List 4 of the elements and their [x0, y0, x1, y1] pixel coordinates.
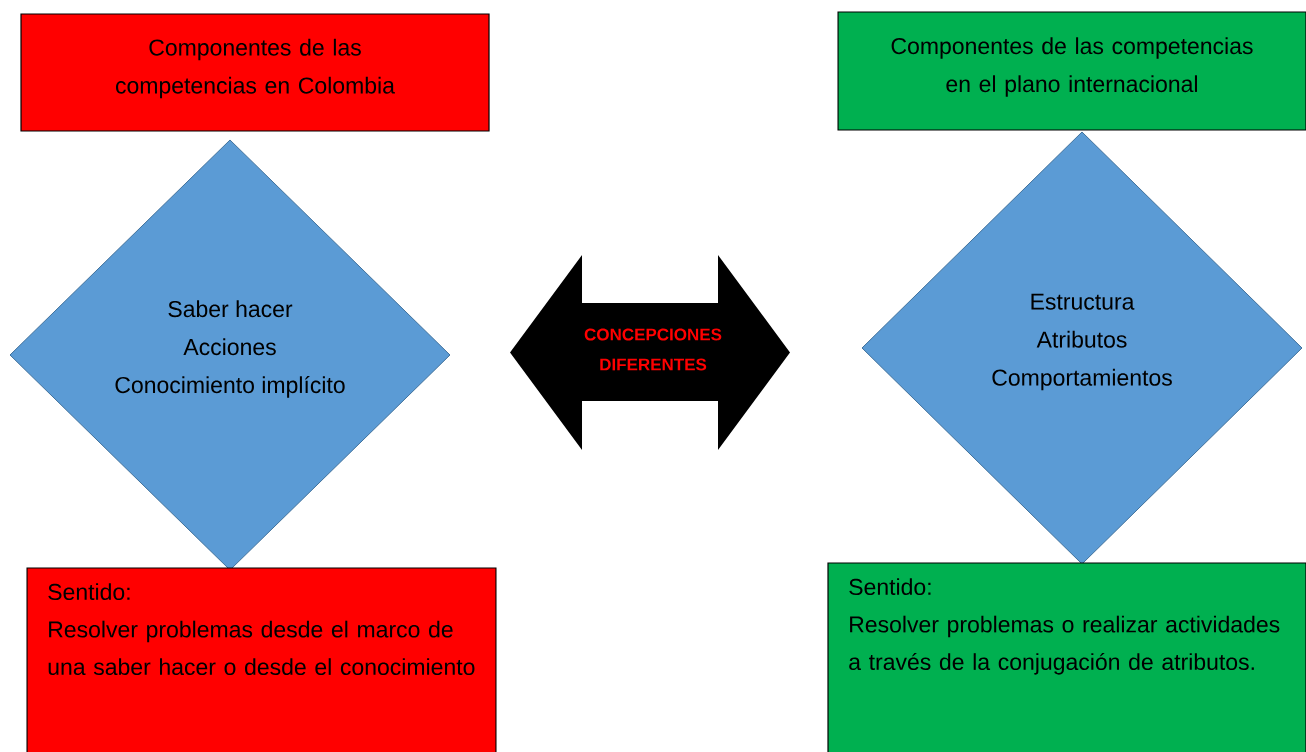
- heading-box: Componentes de las competencias en el plano internacional: [837, 11, 1306, 131]
- text-box: Sentido: Resolver problemas o realizar actividades a través de la conjugación de atributos.: [827, 562, 1306, 752]
- text-box: Sentido: Resolver problemas desde el marco de una saber hacer o desde el conocimiento: [26, 567, 497, 752]
- heading-box: Componentes de las competencias en Colombia: [20, 13, 490, 132]
